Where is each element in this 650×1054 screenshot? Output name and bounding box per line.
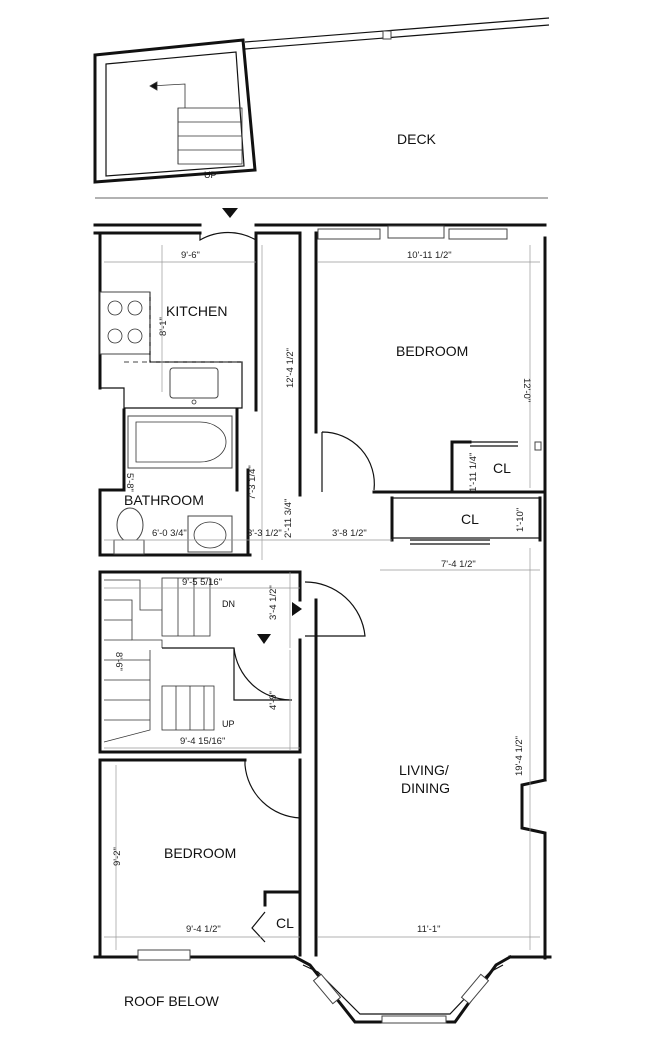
dimension-labels: 9'-6" 10'-11 1/2" 8'-1" 12'-0" 12'-4 1/2…	[112, 250, 532, 935]
dim-bathroom-height: 7'-3 1/4"	[247, 465, 258, 500]
bay-window	[292, 954, 513, 1024]
closet-upper-label: CL	[493, 460, 511, 476]
window-bedroom-upper-3	[448, 228, 508, 240]
dim-living-width: 11'-1"	[417, 924, 441, 935]
window-bedroom-lower	[137, 949, 191, 961]
dim-bedroom-upper-width: 10'-11 1/2"	[407, 250, 452, 261]
dim-vestibule-depth: 4'-9"	[268, 691, 279, 710]
bedroom-upper-label: BEDROOM	[396, 343, 468, 359]
deck-stair-enclosure	[93, 38, 257, 184]
entry-arrow-icon	[222, 208, 238, 218]
stair-door	[304, 581, 366, 637]
dim-stair-depth: 8'-6"	[113, 652, 124, 671]
stair-down-label: DN	[222, 599, 235, 609]
vanity-sink	[187, 515, 233, 553]
deck-stair-treads	[149, 81, 243, 165]
vestibule-door	[233, 647, 291, 701]
dimension-lines	[104, 245, 540, 950]
bathtub	[127, 415, 233, 469]
hall-closet-area: CL	[390, 496, 542, 545]
kitchen-label: KITCHEN	[166, 303, 227, 319]
dim-bedroom-lower-depth: 9'-2"	[112, 847, 123, 866]
living-dining-area: LIVING/ DINING	[314, 598, 450, 957]
dim-corridor-length: 12'-4 1/2"	[285, 348, 296, 388]
dim-hall-width-a: 3'-3 1/2"	[247, 528, 282, 539]
dim-living-depth: 19'-4 1/2"	[514, 736, 525, 776]
dim-stair-top-width: 9'-5 5/16"	[182, 577, 222, 588]
deck-stair-up-label: UP	[204, 170, 217, 180]
dim-kitchen-width: 9'-6"	[181, 250, 200, 261]
dim-hall-width-c: 3'-8 1/2"	[332, 528, 367, 539]
closet-hall-label: CL	[461, 511, 479, 527]
dim-bedroom-lower-width: 9'-4 1/2"	[186, 924, 221, 935]
bedroom-upper-door	[321, 431, 375, 492]
roof-below-label: ROOF BELOW	[124, 993, 220, 1009]
kitchen-sink	[169, 367, 219, 399]
deck-area: UP DECK	[93, 17, 550, 218]
window-bedroom-upper-2	[387, 225, 445, 239]
kitchen-area: KITCHEN	[99, 231, 318, 497]
window-bedroom-upper-1	[317, 228, 381, 240]
bathroom-area: BATHROOM	[98, 408, 252, 557]
bedroom-lower-label: BEDROOM	[164, 845, 236, 861]
dim-bathroom-width: 6'-0 3/4"	[152, 528, 187, 539]
stair-arrow-right-icon	[292, 602, 302, 616]
entry-door	[199, 231, 257, 242]
dim-closet-upper-width: 1'-11 1/4"	[468, 453, 479, 492]
dim-bathroom-side: 5'-8"	[124, 473, 135, 492]
dim-landing-depth: 3'-4 1/2"	[268, 585, 279, 620]
living-dining-label-2: DINING	[401, 780, 450, 796]
dim-kitchen-depth: 8'-1"	[158, 317, 169, 336]
bedroom-lower-area: BEDROOM CL	[98, 758, 302, 957]
range	[99, 291, 151, 355]
dim-stair-bottom-width: 9'-4 15/16"	[180, 736, 225, 747]
dim-closet-hall-width: 7'-4 1/2"	[441, 559, 476, 570]
stair-arrow-down-icon	[257, 634, 271, 644]
dim-hall-width-b: 2'-11 3/4"	[283, 499, 294, 538]
deck-railing	[244, 17, 550, 43]
living-dining-label-1: LIVING/	[399, 762, 449, 778]
bathroom-label: BATHROOM	[124, 492, 204, 508]
bedroom-upper-area: BEDROOM CL	[321, 343, 547, 494]
stair-up-label: UP	[222, 719, 235, 729]
bedroom-lower-door	[244, 760, 301, 819]
closet-lower-label: CL	[276, 915, 294, 931]
dim-closet-hall-depth: 1'-10"	[515, 508, 526, 532]
toilet	[116, 507, 144, 543]
dim-bedroom-upper-depth: 12'-0"	[521, 378, 532, 402]
deck-label: DECK	[397, 131, 437, 147]
railing-post	[382, 30, 392, 40]
stairwell-area: DN UP	[98, 570, 366, 754]
